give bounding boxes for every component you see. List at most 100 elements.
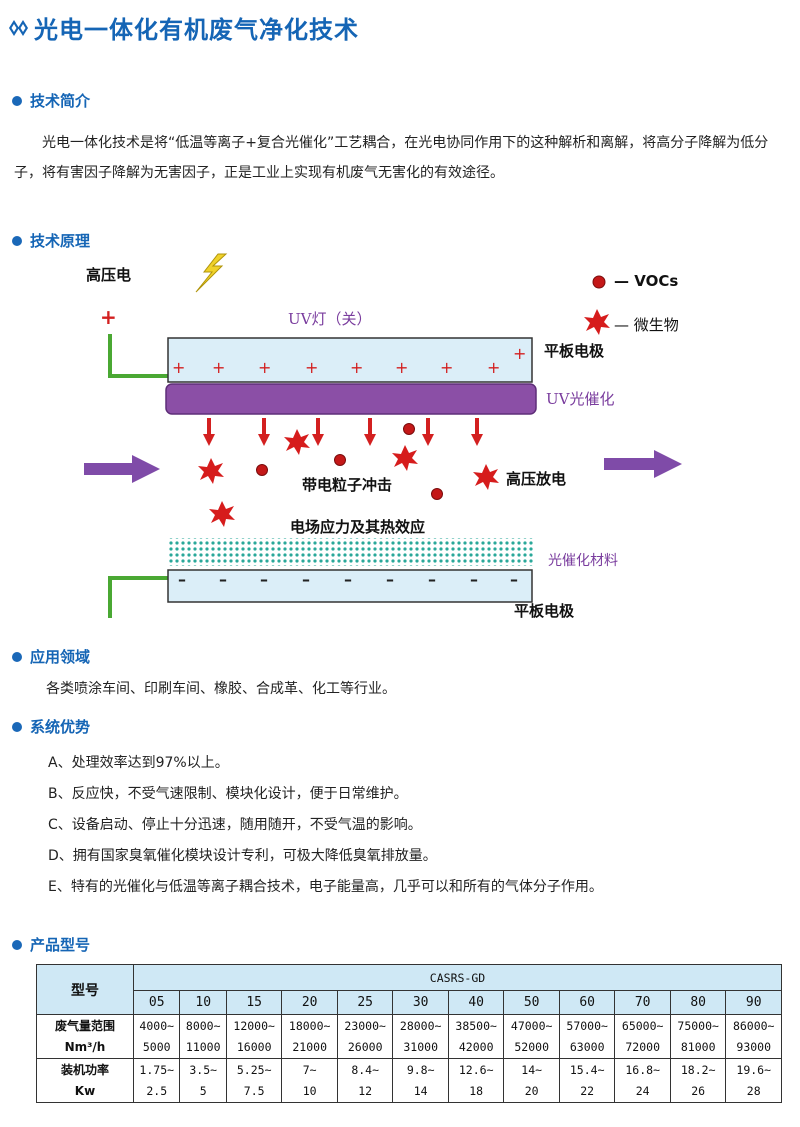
table-cell: 10 bbox=[281, 1080, 338, 1103]
bullet-icon bbox=[12, 721, 22, 732]
row-unit: Nm³/h bbox=[36, 1036, 134, 1059]
section-title: 系统优势 bbox=[30, 718, 91, 736]
section-title: 应用领域 bbox=[30, 648, 91, 666]
double-diamond-icon bbox=[9, 19, 28, 36]
table-cell: 14 bbox=[392, 1080, 449, 1103]
diagram-graphics bbox=[84, 253, 682, 618]
table-cell: 4000~ bbox=[132, 1014, 181, 1037]
uv-catalysis-label: UV光催化 bbox=[546, 390, 615, 408]
table-cell: 15.4~ bbox=[558, 1058, 616, 1081]
bullet-icon bbox=[12, 235, 22, 246]
wire-top bbox=[108, 334, 168, 378]
plus-sign: + bbox=[350, 358, 364, 377]
catalyst-band bbox=[168, 538, 534, 566]
table-cell: 42000 bbox=[447, 1036, 505, 1059]
inflow-arrow bbox=[84, 455, 160, 483]
plate-electrode-top-label: 平板电极 bbox=[544, 342, 605, 360]
table-cell: 24 bbox=[614, 1080, 671, 1103]
voc-particles bbox=[256, 275, 606, 500]
table-cell: 8000~ bbox=[179, 1014, 227, 1037]
table-cell: 63000 bbox=[558, 1036, 616, 1059]
model-number-cell: 90 bbox=[725, 990, 782, 1015]
field-stress-label: 电场应力及其热效应 bbox=[290, 518, 426, 536]
model-number-cell: 05 bbox=[132, 990, 181, 1015]
minus-sign: – bbox=[178, 570, 186, 589]
bottom-plate bbox=[167, 569, 533, 603]
table-cell: 3.5~ bbox=[179, 1058, 227, 1081]
table-cell: 16.8~ bbox=[614, 1058, 671, 1081]
minus-sign: – bbox=[510, 570, 518, 589]
model-number-cell: 70 bbox=[614, 990, 671, 1015]
table-cell: 86000~ bbox=[725, 1014, 782, 1037]
minus-sign: – bbox=[428, 570, 436, 589]
page-title: 光电一体化有机废气净化技术 bbox=[34, 16, 359, 44]
model-label-cell: 型号 bbox=[36, 964, 134, 1015]
table-cell: 2.5 bbox=[132, 1080, 181, 1103]
wire-bottom bbox=[108, 576, 168, 618]
table-cell: 65000~ bbox=[614, 1014, 671, 1037]
table-cell: 31000 bbox=[392, 1036, 449, 1059]
plus-sign: + bbox=[513, 344, 527, 363]
model-number-cell: 40 bbox=[447, 990, 505, 1015]
model-number-cell: 15 bbox=[225, 990, 283, 1015]
section-advantages-heading: 系统优势 bbox=[12, 716, 90, 737]
table-cell: 1.75~ bbox=[132, 1058, 181, 1081]
table-cell: 75000~ bbox=[669, 1014, 727, 1037]
table-cell: 5.25~ bbox=[225, 1058, 283, 1081]
section-models-heading: 产品型号 bbox=[12, 934, 90, 955]
top-plate bbox=[167, 337, 533, 383]
uv-lamp-label: UV灯（关） bbox=[288, 310, 372, 328]
table-cell: 93000 bbox=[725, 1036, 782, 1059]
microbe-particles bbox=[198, 309, 610, 527]
plus-sign: + bbox=[395, 358, 409, 377]
advantage-item: B、反应快，不受气速限制、模块化设计，便于日常维护。 bbox=[48, 786, 408, 802]
plate-electrode-bottom-label: 平板电极 bbox=[514, 602, 575, 620]
table-cell: 18.2~ bbox=[669, 1058, 727, 1081]
row-label: 装机功率 bbox=[36, 1058, 134, 1081]
table-cell: 57000~ bbox=[558, 1014, 616, 1037]
table-cell: 12000~ bbox=[225, 1014, 283, 1037]
section-application-heading: 应用领域 bbox=[12, 646, 90, 667]
minus-sign: – bbox=[302, 570, 310, 589]
table-cell: 28 bbox=[725, 1080, 782, 1103]
model-number-cell: 30 bbox=[392, 990, 449, 1015]
table-cell: 22 bbox=[558, 1080, 616, 1103]
application-text: 各类喷涂车间、印刷车间、橡胶、合成革、化工等行业。 bbox=[46, 681, 396, 697]
row-unit: Kw bbox=[36, 1080, 134, 1103]
voc-legend: — VOCs bbox=[614, 272, 679, 290]
outflow-arrow bbox=[604, 450, 682, 478]
table-cell: 5 bbox=[179, 1080, 227, 1103]
plus-sign: + bbox=[100, 305, 117, 329]
table-cell: 9.8~ bbox=[392, 1058, 449, 1081]
bullet-icon bbox=[12, 651, 22, 662]
table-cell: 26000 bbox=[336, 1036, 394, 1059]
table-cell: 38500~ bbox=[447, 1014, 505, 1037]
plus-sign: + bbox=[212, 358, 226, 377]
table-cell: 18000~ bbox=[281, 1014, 338, 1037]
table-cell: 7~ bbox=[281, 1058, 338, 1081]
table-cell: 11000 bbox=[179, 1036, 227, 1059]
table-cell: 52000 bbox=[503, 1036, 560, 1059]
plus-sign: + bbox=[440, 358, 454, 377]
plus-sign: + bbox=[172, 358, 186, 377]
table-cell: 47000~ bbox=[503, 1014, 560, 1037]
model-number-cell: 10 bbox=[179, 990, 227, 1015]
section-title: 技术简介 bbox=[30, 92, 91, 110]
table-cell: 16000 bbox=[225, 1036, 283, 1059]
bullet-icon bbox=[12, 939, 22, 950]
table-cell: 72000 bbox=[614, 1036, 671, 1059]
minus-sign: – bbox=[470, 570, 478, 589]
charged-particle-label: 带电粒子冲击 bbox=[302, 476, 393, 494]
emission-arrows bbox=[203, 418, 483, 446]
table-cell: 12.6~ bbox=[447, 1058, 505, 1081]
catalyst-label: 光催化材料 bbox=[548, 553, 618, 569]
section-principle-heading: 技术原理 bbox=[12, 230, 90, 251]
table-cell: 12 bbox=[336, 1080, 394, 1103]
advantage-item: A、处理效率达到97%以上。 bbox=[48, 755, 229, 771]
table-header-row: 型号 CASRS-GD bbox=[36, 964, 782, 1015]
